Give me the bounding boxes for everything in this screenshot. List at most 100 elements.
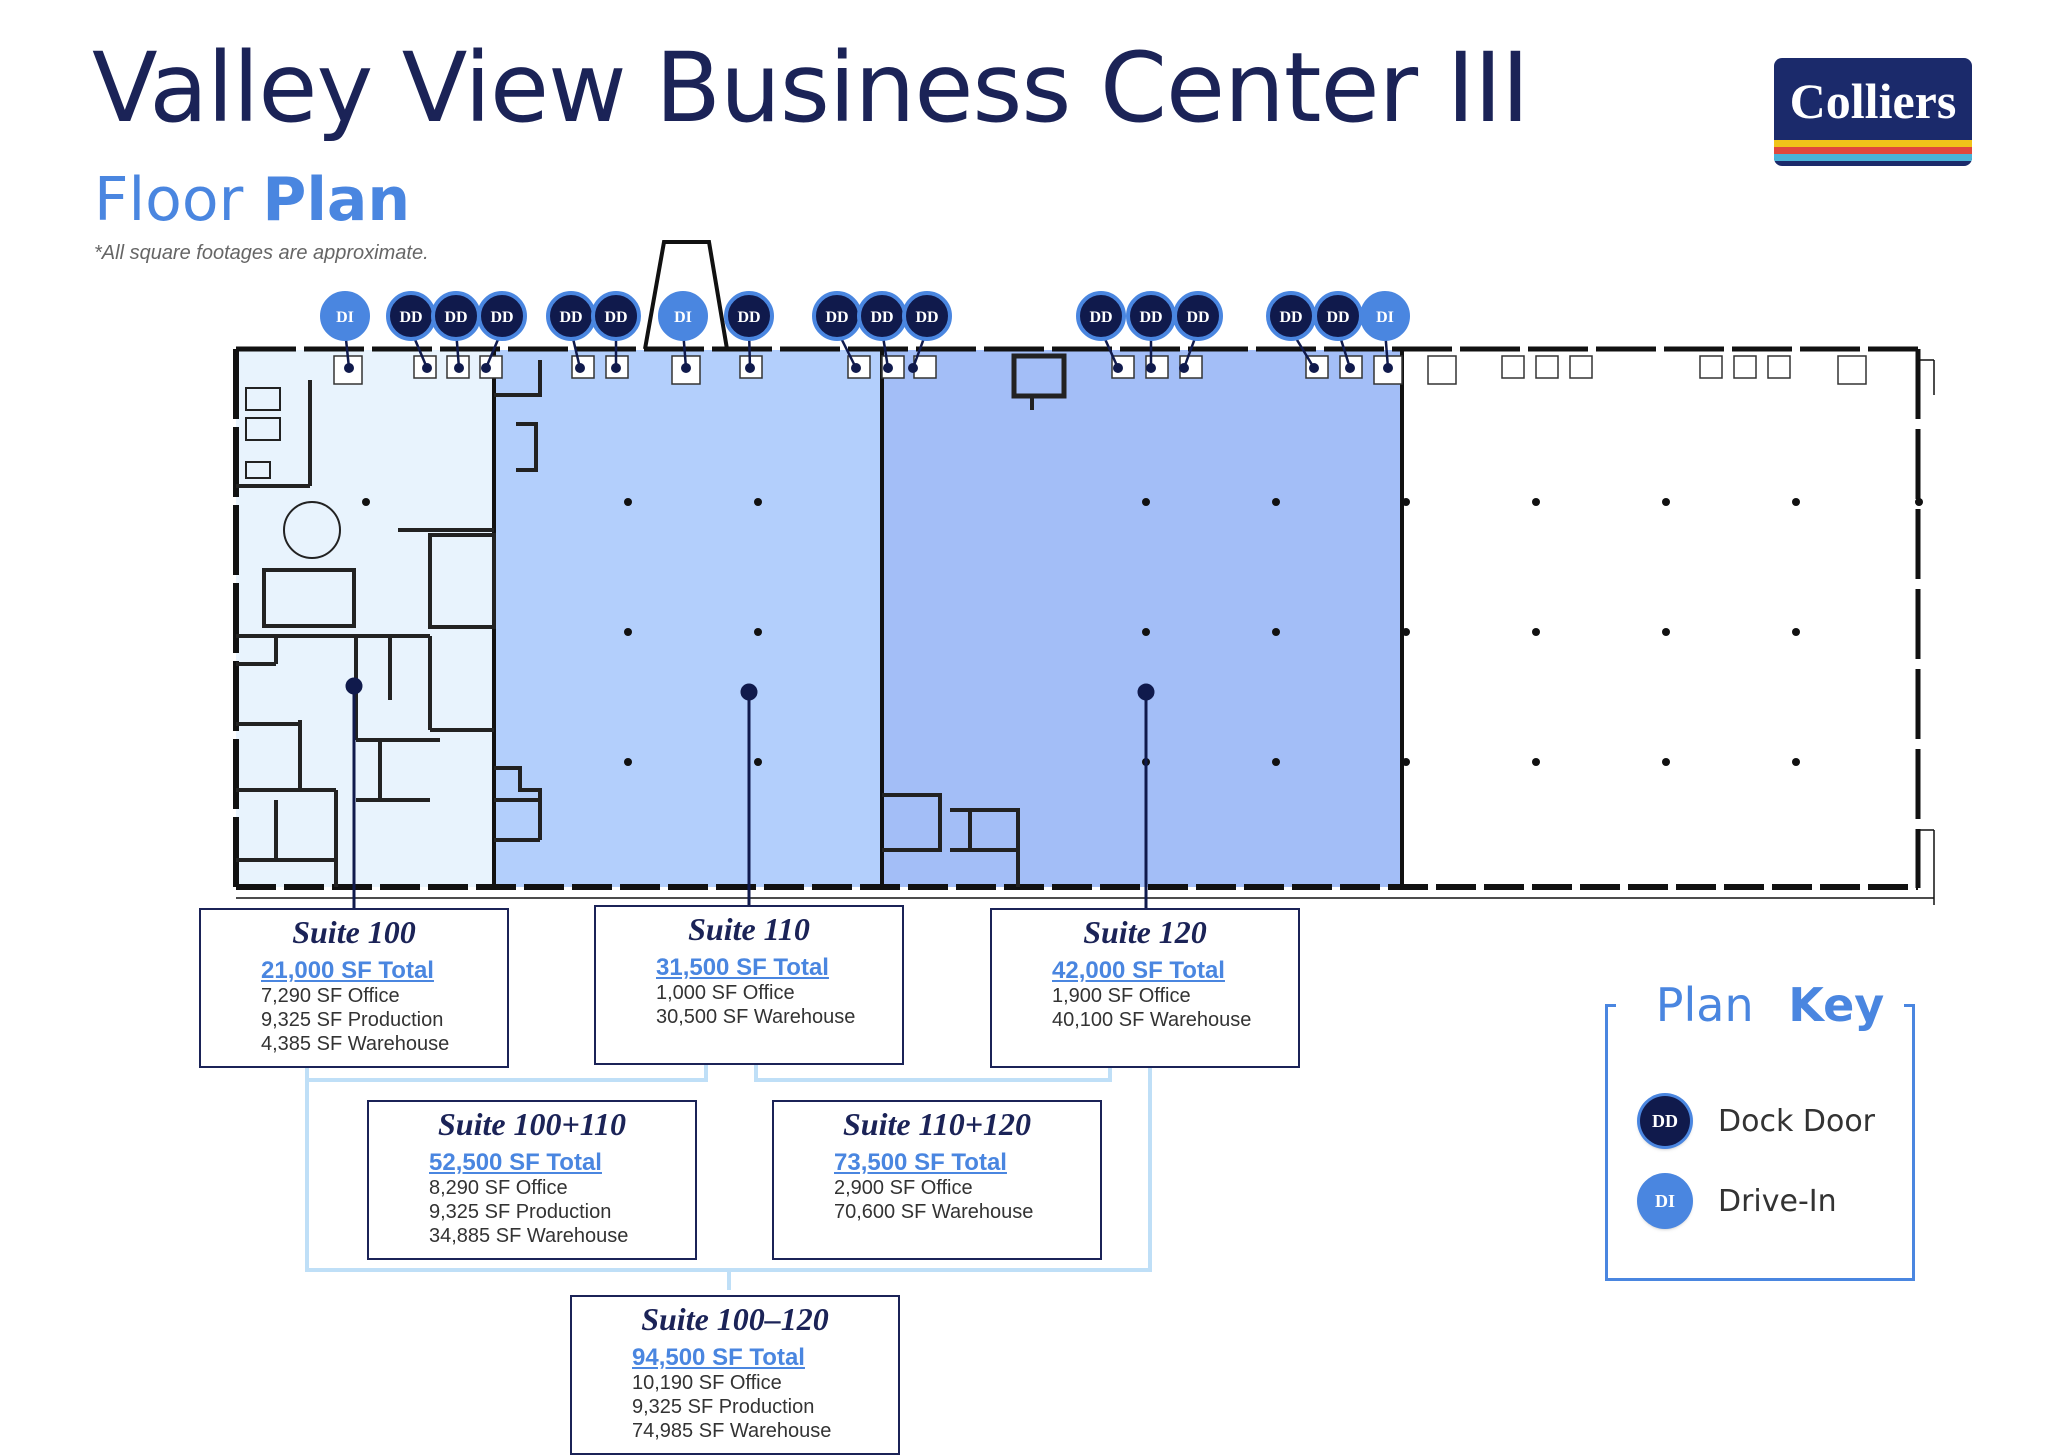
column	[754, 628, 762, 636]
suite-100-110-total: 52,500 SF Total	[429, 1149, 602, 1176]
column	[1532, 628, 1540, 636]
dock-door-marker: DD	[386, 291, 436, 341]
door-marker-dot	[611, 363, 621, 373]
suite-100-120-details: 94,500 SF Total 10,190 SF Office 9,325 S…	[632, 1345, 831, 1443]
dock-door-badge: DD	[1640, 1096, 1690, 1146]
column	[624, 628, 632, 636]
suite-100-110-details: 52,500 SF Total 8,290 SF Office 9,325 SF…	[429, 1150, 628, 1248]
door-marker-label: DD	[490, 309, 513, 326]
suite-110-box: Suite 110 31,500 SF Total 1,000 SF Offic…	[594, 905, 904, 1065]
door-marker-label: DD	[1279, 309, 1302, 326]
column	[754, 758, 762, 766]
structural-columns	[362, 498, 1923, 766]
suite-120-line: 40,100 SF Warehouse	[1052, 1009, 1252, 1031]
drive-in-label: Drive-In	[1718, 1183, 1837, 1219]
suite-100-details: 21,000 SF Total 7,290 SF Office 9,325 SF…	[261, 958, 449, 1056]
column	[1142, 498, 1150, 506]
suite-100-110-line: 34,885 SF Warehouse	[429, 1225, 629, 1247]
door-marker-label: DD	[737, 309, 760, 326]
door-marker-dot	[883, 363, 893, 373]
dock-door-marker: DD	[1173, 291, 1223, 341]
dock-door-marker: DD	[1076, 291, 1126, 341]
door-marker-label: DD	[1139, 309, 1162, 326]
suite-100-line: 7,290 SF Office	[261, 985, 400, 1007]
suite-110-120-line: 70,600 SF Warehouse	[834, 1201, 1034, 1223]
suite-120-total: 42,000 SF Total	[1052, 957, 1225, 984]
column	[362, 498, 370, 506]
logo-stripe-cyan	[1774, 154, 1972, 161]
subtitle-light: Floor	[94, 165, 244, 235]
dock-door-marker: DD	[431, 291, 481, 341]
column	[1662, 498, 1670, 506]
office-walls-suite-100	[236, 380, 496, 887]
key-title-bold: Key	[1788, 978, 1885, 1032]
plan-key: Plan Key DD Dock Door DI Drive-In	[1605, 978, 1915, 1281]
column	[1272, 758, 1280, 766]
key-item-dock-door: DD Dock Door	[1640, 1096, 1875, 1146]
page-subtitle: Floor Plan	[94, 170, 410, 230]
logo-stripe-red	[1774, 147, 1972, 154]
suite-120-details: 42,000 SF Total 1,900 SF Office 40,100 S…	[1052, 958, 1251, 1032]
drive-in-marker: DI	[1360, 291, 1410, 341]
door-marker-dot	[454, 363, 464, 373]
door-marker-label: DD	[870, 309, 893, 326]
suite-110-120-details: 73,500 SF Total 2,900 SF Office 70,600 S…	[834, 1150, 1033, 1224]
suite-100-name: Suite 100	[292, 914, 416, 950]
door-marker-label: DD	[559, 309, 582, 326]
suite-100-110-line: 8,290 SF Office	[429, 1177, 568, 1199]
door-marker-label: DD	[1186, 309, 1209, 326]
door-marker-dot	[481, 363, 491, 373]
suite-100-120-line: 9,325 SF Production	[632, 1396, 815, 1418]
door-marker-dot	[681, 363, 691, 373]
door-marker-label: DD	[399, 309, 422, 326]
column	[1792, 498, 1800, 506]
door-marker-label: DD	[444, 309, 467, 326]
page-title: Valley View Business Center III	[92, 32, 1530, 144]
plan-key-title: Plan Key	[1608, 978, 1912, 1032]
dock-door-marker: DD	[591, 291, 641, 341]
column	[1532, 758, 1540, 766]
door-marker-label: DI	[674, 309, 692, 326]
suite-100-110-name: Suite 100+110	[437, 1106, 627, 1142]
footage-note: *All square footages are approximate.	[94, 242, 429, 264]
door-marker-dot	[1113, 363, 1123, 373]
door-marker-dot	[745, 363, 755, 373]
dock-door-marker: DD	[1126, 291, 1176, 341]
door-marker-dot	[1383, 363, 1393, 373]
suite-100-120-line: 10,190 SF Office	[632, 1372, 782, 1394]
suite-110-line: 30,500 SF Warehouse	[656, 1006, 856, 1028]
column	[754, 498, 762, 506]
column	[1272, 628, 1280, 636]
drive-in-marker: DI	[320, 291, 370, 341]
door-marker-label: DD	[1326, 309, 1349, 326]
door-marker-dot	[1309, 363, 1319, 373]
suite-connectors	[305, 1055, 1152, 1290]
column	[1142, 628, 1150, 636]
door-marker-dot	[851, 363, 861, 373]
door-marker-dot	[344, 363, 354, 373]
suite-110-line: 1,000 SF Office	[656, 982, 795, 1004]
dock-door-label: Dock Door	[1718, 1103, 1876, 1139]
suite-110-120-total: 73,500 SF Total	[834, 1149, 1007, 1176]
column	[624, 758, 632, 766]
column	[1532, 498, 1540, 506]
door-marker-label: DI	[1376, 309, 1394, 326]
office-walls-suite-110-120	[494, 353, 1067, 887]
door-marker-dot	[1146, 363, 1156, 373]
column	[1662, 628, 1670, 636]
door-marker-dot	[575, 363, 585, 373]
suite-110-area	[494, 350, 882, 887]
door-marker-label: DD	[1089, 309, 1112, 326]
logo-text: Colliers	[1789, 73, 1957, 129]
suite-120-box: Suite 120 42,000 SF Total 1,900 SF Offic…	[990, 908, 1300, 1068]
suite-110-120-name: Suite 110+120	[842, 1106, 1032, 1142]
suite-100-120-line: 74,985 SF Warehouse	[632, 1420, 832, 1442]
door-marker-dot	[1345, 363, 1355, 373]
dock-door-marker: DD	[1313, 291, 1363, 341]
suite-100-120-total: 94,500 SF Total	[632, 1344, 805, 1371]
door-marker-label: DD	[915, 309, 938, 326]
column	[1402, 628, 1410, 636]
column	[624, 498, 632, 506]
door-marker-dot	[908, 363, 918, 373]
